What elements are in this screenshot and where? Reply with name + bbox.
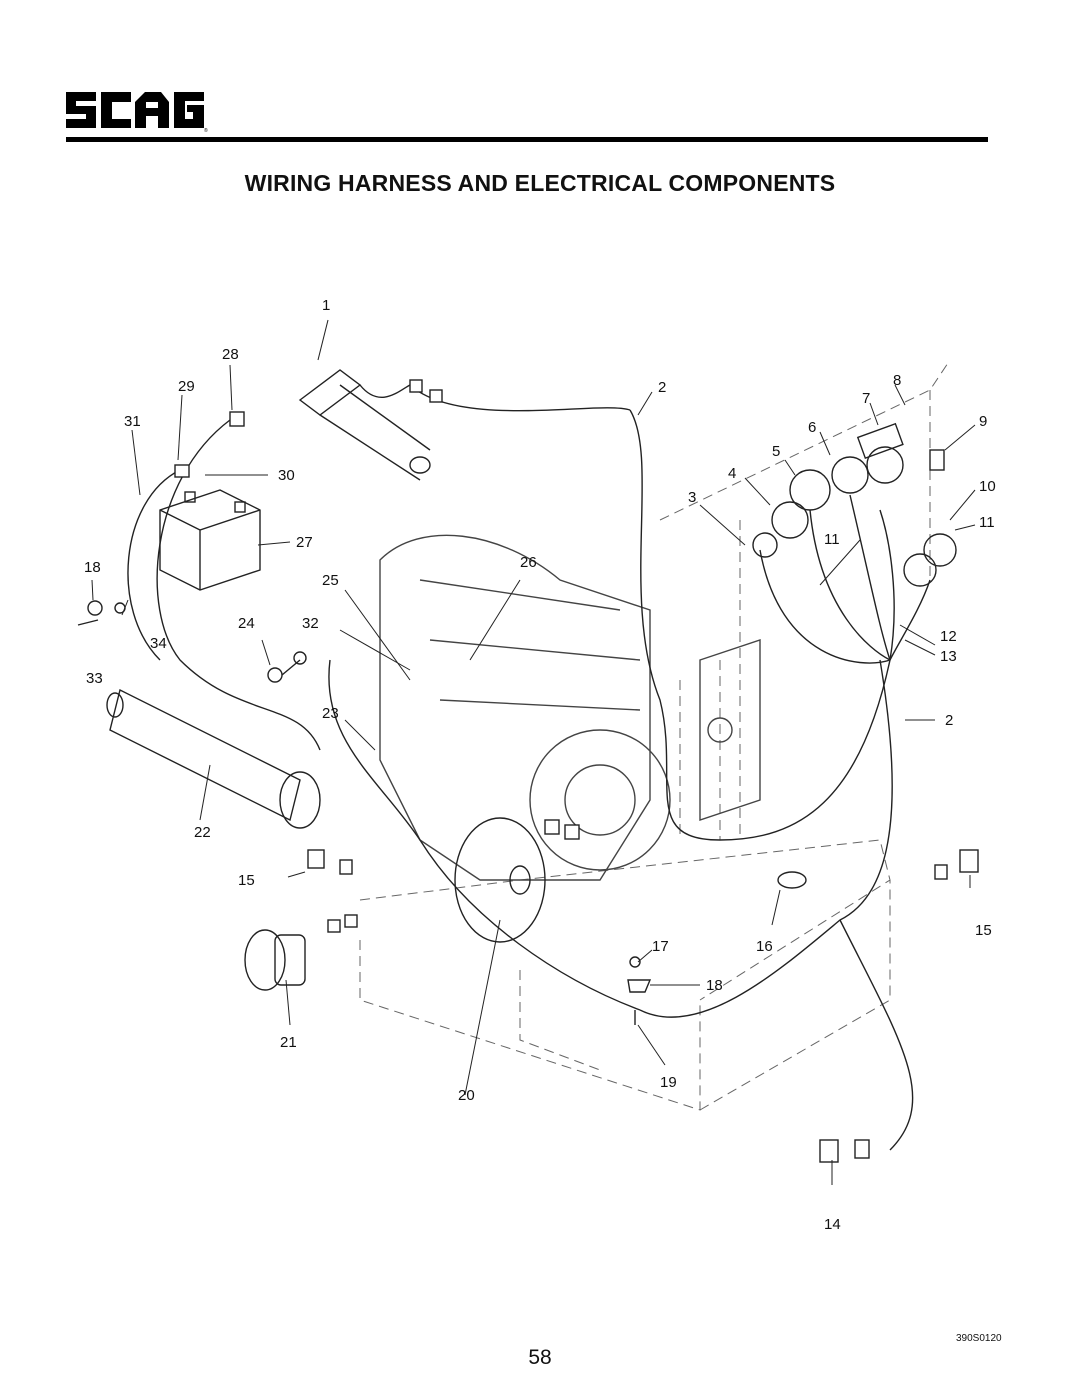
callout-20: 20 — [458, 1087, 475, 1104]
callout-10: 10 — [979, 478, 996, 495]
callout-18: 18 — [706, 977, 723, 994]
wiring-diagram: 1 2 2 3 4 5 6 7 8 9 10 11 11 12 13 14 15… — [77, 297, 996, 1233]
callout-18: 18 — [84, 559, 101, 576]
callout-11: 11 — [824, 531, 840, 548]
callout-33: 33 — [86, 670, 103, 687]
callout-27: 27 — [296, 534, 313, 551]
callout-5: 5 — [772, 443, 780, 460]
callout-17: 17 — [652, 938, 669, 955]
callout-9: 9 — [979, 413, 987, 430]
callout-13: 13 — [940, 648, 957, 665]
callout-4: 4 — [728, 465, 736, 482]
callout-3: 3 — [688, 489, 696, 506]
callout-25: 25 — [322, 572, 339, 589]
callout-15: 15 — [238, 872, 255, 889]
callout-7: 7 — [862, 390, 870, 407]
callout-30: 30 — [278, 467, 295, 484]
callout-26: 26 — [520, 554, 537, 571]
callout-14: 14 — [824, 1216, 841, 1233]
svg-text:®: ® — [204, 127, 208, 134]
callout-29: 29 — [178, 378, 195, 395]
callout-2: 2 — [658, 379, 666, 396]
scag-logo: ® — [66, 92, 208, 134]
callout-2: 2 — [945, 712, 953, 729]
callout-15: 15 — [975, 922, 992, 939]
callout-31: 31 — [124, 413, 141, 430]
callout-34: 34 — [150, 635, 167, 652]
callout-24: 24 — [238, 615, 255, 632]
callout-21: 21 — [280, 1034, 297, 1051]
callout-12: 12 — [940, 628, 957, 645]
callout-11: 11 — [979, 514, 995, 531]
callout-8: 8 — [893, 372, 901, 389]
callout-32: 32 — [302, 615, 319, 632]
callout-23: 23 — [322, 705, 339, 722]
callout-6: 6 — [808, 419, 816, 436]
callout-19: 19 — [660, 1074, 677, 1091]
header-rule — [66, 137, 988, 142]
callout-28: 28 — [222, 346, 239, 363]
callout-22: 22 — [194, 824, 211, 841]
drawing-code: 390S0120 — [956, 1333, 1002, 1344]
callout-1: 1 — [322, 297, 330, 314]
callout-16: 16 — [756, 938, 773, 955]
page-title: WIRING HARNESS AND ELECTRICAL COMPONENTS — [244, 170, 836, 196]
page-number: 58 — [528, 1346, 552, 1369]
